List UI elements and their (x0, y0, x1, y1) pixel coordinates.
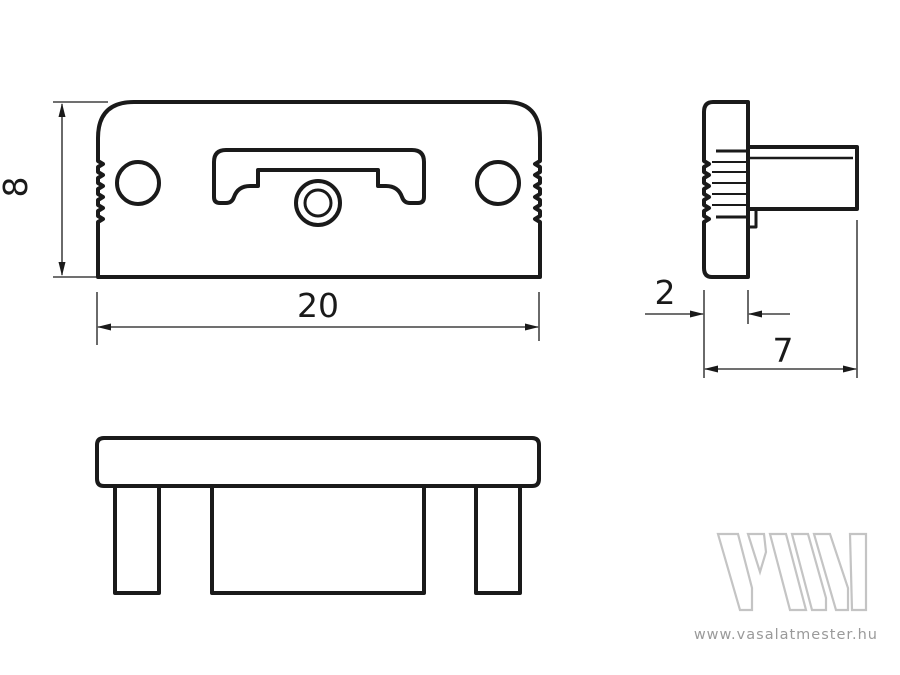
side-view-pin (748, 145, 859, 211)
vm-logo-icon (716, 532, 868, 612)
dimension-width: 20 (96, 286, 540, 345)
mounting-hole-right (475, 160, 521, 206)
screw-boss-outer (294, 179, 342, 227)
clip-slot (212, 148, 426, 205)
bottom-view-plate (95, 436, 541, 488)
dimension-height-label: 8 (0, 177, 35, 198)
dimension-flange-label: 2 (655, 273, 676, 312)
screw-boss-inner (303, 188, 333, 218)
front-view (96, 100, 542, 279)
watermark-url: www.vasalatmester.hu (694, 627, 878, 643)
dimension-flange: 2 (645, 273, 790, 378)
bottom-view-clip (210, 484, 426, 595)
dimension-height: 8 (0, 101, 108, 278)
dimension-width-label: 20 (297, 286, 339, 325)
front-view-outline (96, 100, 542, 279)
dimension-depth-label: 7 (773, 331, 794, 370)
mounting-hole-left (115, 160, 161, 206)
dimension-depth: 7 (704, 220, 858, 378)
bottom-view-leg-left (113, 484, 161, 595)
side-view (702, 100, 859, 279)
side-view-flange (702, 100, 750, 279)
bottom-view-leg-right (474, 484, 522, 595)
bottom-view (95, 436, 541, 595)
